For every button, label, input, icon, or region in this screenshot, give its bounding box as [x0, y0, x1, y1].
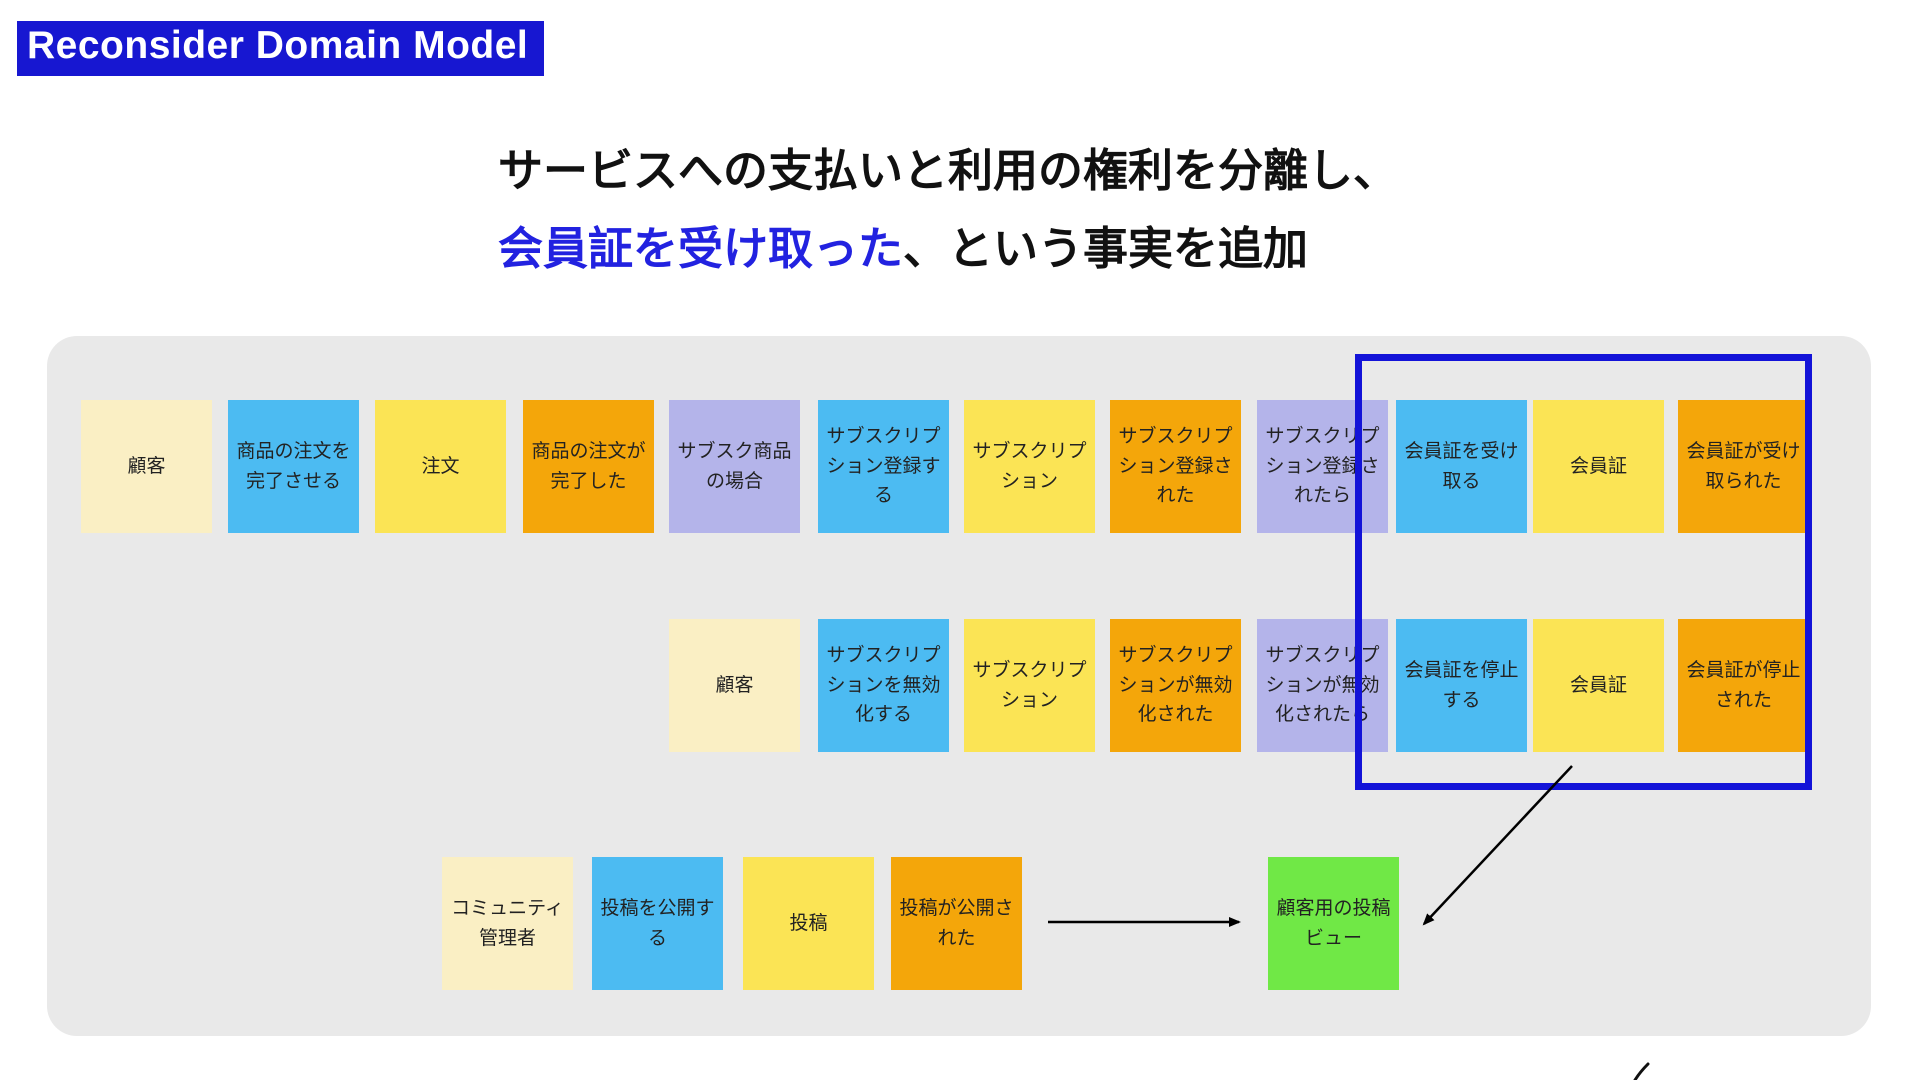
subtitle-line2-rest: 、という事実を追加	[903, 222, 1309, 274]
subtitle: サービスへの支払いと利用の権利を分離し、 会員証を受け取った、という事実を追加	[498, 146, 1398, 301]
sticky-note-event[interactable]: 会員証が受け取られた	[1678, 400, 1809, 533]
sticky-note-actor[interactable]: 顧客	[669, 619, 800, 752]
sticky-note-aggregate[interactable]: 会員証	[1533, 619, 1664, 752]
sticky-note-event[interactable]: サブスクリプションが無効化された	[1110, 619, 1241, 752]
sticky-note-event[interactable]: 商品の注文が完了した	[523, 400, 654, 533]
sticky-note-aggregate[interactable]: サブスクリプション	[964, 619, 1095, 752]
subtitle-line2: 会員証を受け取った、という事実を追加	[498, 222, 1398, 274]
highlight-rectangle	[1355, 354, 1812, 790]
sticky-note-event[interactable]: サブスクリプション登録された	[1110, 400, 1241, 533]
sticky-note-aggregate[interactable]: 投稿	[743, 857, 874, 990]
pen-mark-icon	[1633, 1062, 1650, 1080]
sticky-note-event[interactable]: 投稿が公開された	[891, 857, 1022, 990]
sticky-note-aggregate[interactable]: 会員証	[1533, 400, 1664, 533]
subtitle-line1: サービスへの支払いと利用の権利を分離し、	[498, 145, 1399, 196]
sticky-note-command[interactable]: 会員証を停止する	[1396, 619, 1527, 752]
sticky-note-aggregate[interactable]: 注文	[375, 400, 506, 533]
sticky-note-command[interactable]: 会員証を受け取る	[1396, 400, 1527, 533]
sticky-board: 顧客商品の注文を完了させる注文商品の注文が完了したサブスク商品の場合サブスクリプ…	[47, 336, 1871, 1036]
sticky-note-event[interactable]: 会員証が停止された	[1678, 619, 1809, 752]
sticky-note-actor[interactable]: コミュニティ管理者	[442, 857, 573, 990]
sticky-note-command[interactable]: サブスクリプション登録する	[818, 400, 949, 533]
sticky-note-policy[interactable]: サブスクリプションが無効化されたら	[1257, 619, 1388, 752]
subtitle-highlight: 会員証を受け取った	[498, 222, 904, 274]
sticky-note-command[interactable]: 商品の注文を完了させる	[228, 400, 359, 533]
sticky-note-aggregate[interactable]: サブスクリプション	[964, 400, 1095, 533]
page-title: Reconsider Domain Model	[17, 21, 545, 76]
sticky-note-command[interactable]: サブスクリプションを無効化する	[818, 619, 949, 752]
sticky-note-view[interactable]: 顧客用の投稿ビュー	[1268, 857, 1399, 990]
sticky-note-policy[interactable]: サブスクリプション登録されたら	[1257, 400, 1388, 533]
sticky-note-actor[interactable]: 顧客	[81, 400, 212, 533]
sticky-note-command[interactable]: 投稿を公開する	[592, 857, 723, 990]
sticky-note-policy[interactable]: サブスク商品の場合	[669, 400, 800, 533]
